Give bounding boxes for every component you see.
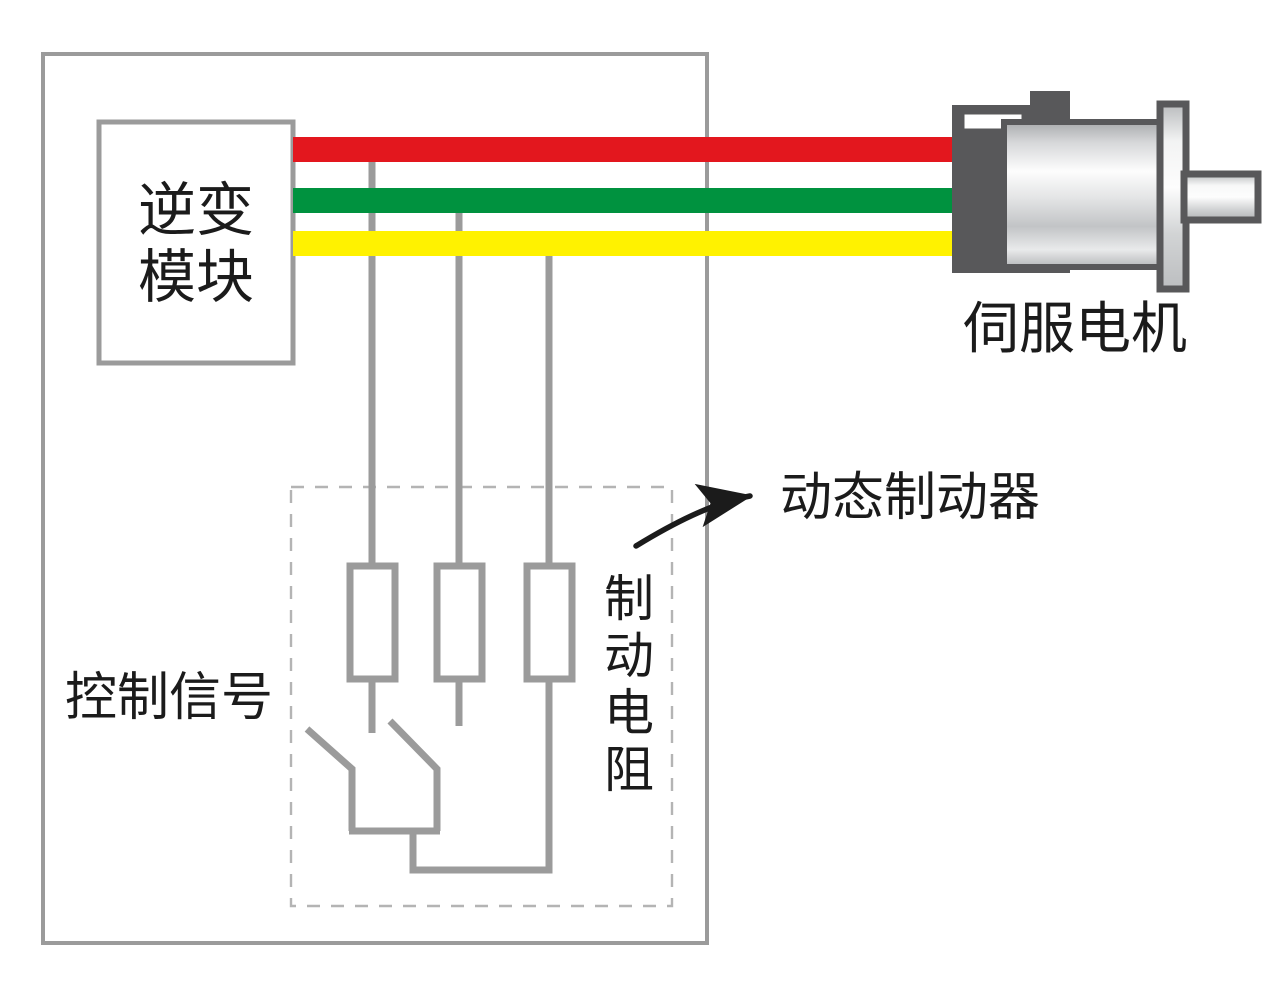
wire-phase-v-green: [293, 188, 953, 213]
motor-body: [1001, 119, 1165, 270]
inverter-module-label-line2: 模块: [138, 243, 254, 311]
braking-resistor-2: [433, 562, 486, 683]
motor-power-cable: [293, 137, 953, 256]
wire-phase-u-red: [293, 137, 953, 162]
resistor-3-return-path: [409, 679, 553, 874]
phase-tap-lines: [368, 149, 553, 566]
dynamic-brake-dashed-region: [289, 485, 674, 908]
dynamic-brake-switch: [304, 718, 441, 835]
braking-resistor-label-char-3: 阻: [604, 741, 654, 799]
braking-resistor-3: [523, 562, 576, 683]
servo-motor-illustration: [952, 91, 1262, 293]
wire-phase-w-yellow: [293, 231, 953, 256]
servo-motor-label: 伺服电机: [963, 297, 1187, 362]
braking-resistor-label-char-0: 制: [604, 570, 654, 628]
braking-resistor-group: [346, 562, 576, 683]
braking-resistor-label-char-1: 动: [604, 627, 654, 685]
braking-resistor-label-char-2: 电: [604, 684, 654, 742]
control-signal-label: 控制信号: [65, 668, 273, 728]
inverter-module-label-line1: 逆变: [138, 176, 254, 244]
switch-contact-arm-right: [387, 718, 441, 831]
braking-resistor-1: [346, 562, 399, 683]
switch-contact-arm-left: [304, 726, 356, 831]
braking-resistor-label: 制 动 电 阻: [604, 570, 654, 799]
motor-shaft: [1180, 170, 1262, 224]
dynamic-brake-callout-arrow: [633, 483, 753, 549]
dynamic-brake-label: 动态制动器: [780, 468, 1040, 528]
resistor-lower-leads: [368, 679, 553, 874]
